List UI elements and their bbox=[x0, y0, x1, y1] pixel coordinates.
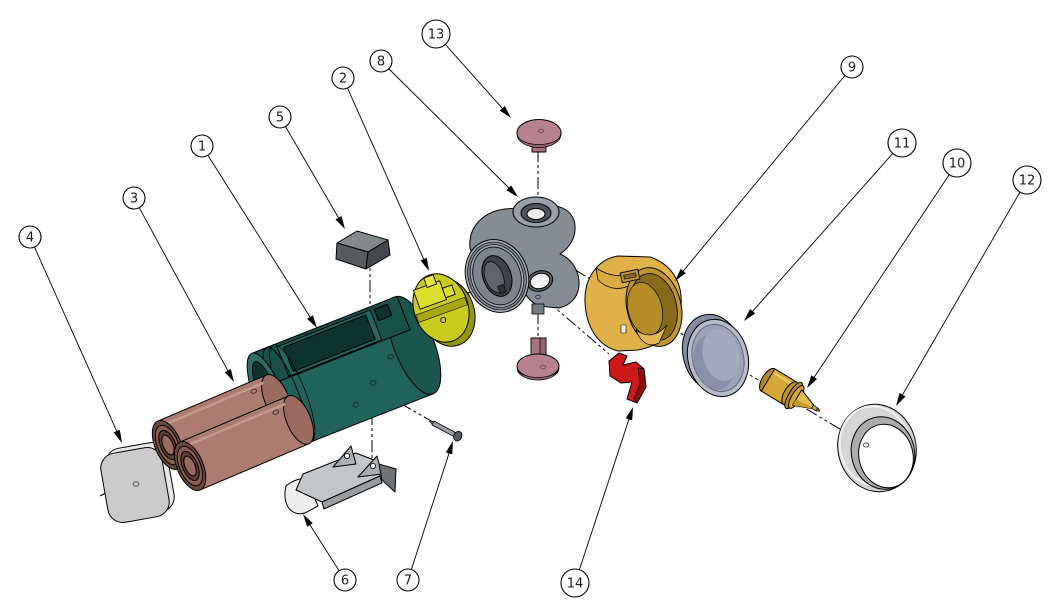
balloon-circle bbox=[18, 225, 42, 249]
balloon-circle bbox=[942, 148, 972, 178]
leader-line bbox=[901, 191, 1021, 397]
balloon-1-main_body: 1 bbox=[190, 134, 317, 328]
balloon-number: 12 bbox=[1019, 174, 1036, 189]
leader-arrowhead bbox=[675, 268, 686, 281]
balloon-10-bulb: 10 bbox=[807, 148, 972, 388]
balloon-8-head_housing: 8 bbox=[369, 49, 518, 197]
balloon-number: 10 bbox=[949, 157, 966, 172]
balloon-11-lens: 11 bbox=[744, 128, 917, 321]
balloon-number: 2 bbox=[339, 72, 347, 87]
housing-top-hole bbox=[526, 208, 546, 220]
balloon-14-latch_clip: 14 bbox=[560, 407, 633, 598]
balloon-number: 14 bbox=[567, 577, 584, 592]
part-lens bbox=[681, 313, 750, 398]
balloon-2-switch_plate: 2 bbox=[331, 66, 429, 271]
balloon-number: 1 bbox=[198, 140, 206, 155]
leader-arrowhead bbox=[303, 514, 313, 527]
leader-arrowhead bbox=[335, 216, 345, 229]
part-clip-bracket bbox=[284, 445, 397, 515]
leader-arrowhead bbox=[445, 441, 453, 455]
part-latch-clip bbox=[608, 352, 647, 404]
part-screw bbox=[429, 420, 463, 442]
part-head-housing bbox=[464, 196, 580, 315]
leader-arrowhead bbox=[506, 185, 518, 197]
battery-front bbox=[173, 395, 315, 491]
leader-arrowhead bbox=[420, 257, 429, 271]
balloon-circle bbox=[331, 66, 355, 90]
part-head-cap bbox=[584, 255, 683, 352]
balloon-number: 8 bbox=[377, 55, 385, 70]
balloon-number: 11 bbox=[894, 137, 911, 152]
cover-mark bbox=[132, 481, 140, 487]
leader-line bbox=[138, 207, 230, 373]
leader-arrowhead bbox=[224, 368, 234, 382]
balloon-circle bbox=[190, 134, 214, 158]
balloon-circle bbox=[421, 19, 451, 49]
leader-arrowhead bbox=[625, 407, 633, 421]
leader-line bbox=[388, 68, 511, 190]
balloon-3-battery: 3 bbox=[122, 186, 234, 382]
part-switch-plate bbox=[412, 273, 476, 347]
leader-line bbox=[410, 451, 451, 570]
housing-front-face bbox=[464, 239, 530, 313]
part-button-wedge bbox=[335, 230, 391, 270]
balloon-12-bezel_ring: 12 bbox=[896, 165, 1042, 406]
balloon-13-button_pad_top: 13 bbox=[421, 19, 511, 118]
balloon-number: 6 bbox=[341, 574, 349, 589]
balloon-9-head_cap: 9 bbox=[675, 55, 864, 281]
balloon-circle bbox=[333, 568, 357, 592]
balloon-number: 4 bbox=[26, 231, 34, 246]
part-button-pad-top bbox=[516, 119, 562, 153]
balloon-circle bbox=[1012, 165, 1042, 195]
part-button-pad-bottom bbox=[516, 337, 560, 381]
part-bezel-ring bbox=[837, 403, 917, 493]
leader-line bbox=[308, 523, 340, 571]
balloon-6-clip_bracket: 6 bbox=[303, 514, 357, 592]
part-bulb bbox=[759, 367, 821, 412]
balloon-circle bbox=[369, 49, 393, 73]
leader-line bbox=[347, 87, 425, 262]
part-battery-cover bbox=[100, 442, 175, 523]
leader-line bbox=[285, 126, 340, 220]
balloon-circle bbox=[840, 55, 864, 79]
parts-layer bbox=[100, 119, 917, 523]
balloon-7-screw: 7 bbox=[396, 441, 453, 592]
leader-arrowhead bbox=[744, 309, 756, 321]
leader-line bbox=[812, 174, 950, 380]
balloon-4-battery_cover: 4 bbox=[18, 225, 122, 443]
balloon-5-button_wedge: 5 bbox=[268, 105, 345, 229]
centerline bbox=[545, 299, 610, 355]
leader-arrowhead bbox=[307, 315, 317, 328]
balloon-number: 13 bbox=[428, 28, 445, 43]
balloon-number: 3 bbox=[130, 192, 138, 207]
balloon-circle bbox=[396, 568, 420, 592]
leader-arrowhead bbox=[113, 429, 122, 443]
balloon-circle bbox=[887, 128, 917, 158]
balloon-number: 7 bbox=[404, 574, 412, 589]
leader-line bbox=[578, 417, 630, 570]
leader-line bbox=[681, 75, 846, 273]
leader-line bbox=[750, 153, 894, 314]
leader-line bbox=[34, 246, 118, 434]
balloon-number: 9 bbox=[848, 61, 856, 76]
balloon-number: 5 bbox=[276, 111, 284, 126]
balloon-circle bbox=[560, 568, 590, 598]
leader-arrowhead bbox=[499, 106, 511, 118]
leader-line bbox=[207, 155, 312, 319]
leader-line bbox=[444, 44, 505, 111]
leader-arrowhead bbox=[807, 375, 818, 388]
part-batteries bbox=[151, 374, 315, 491]
housing-bottom-tab bbox=[531, 303, 545, 315]
balloon-circle bbox=[268, 105, 292, 129]
balloon-circle bbox=[122, 186, 146, 210]
leader-arrowhead bbox=[896, 393, 906, 406]
